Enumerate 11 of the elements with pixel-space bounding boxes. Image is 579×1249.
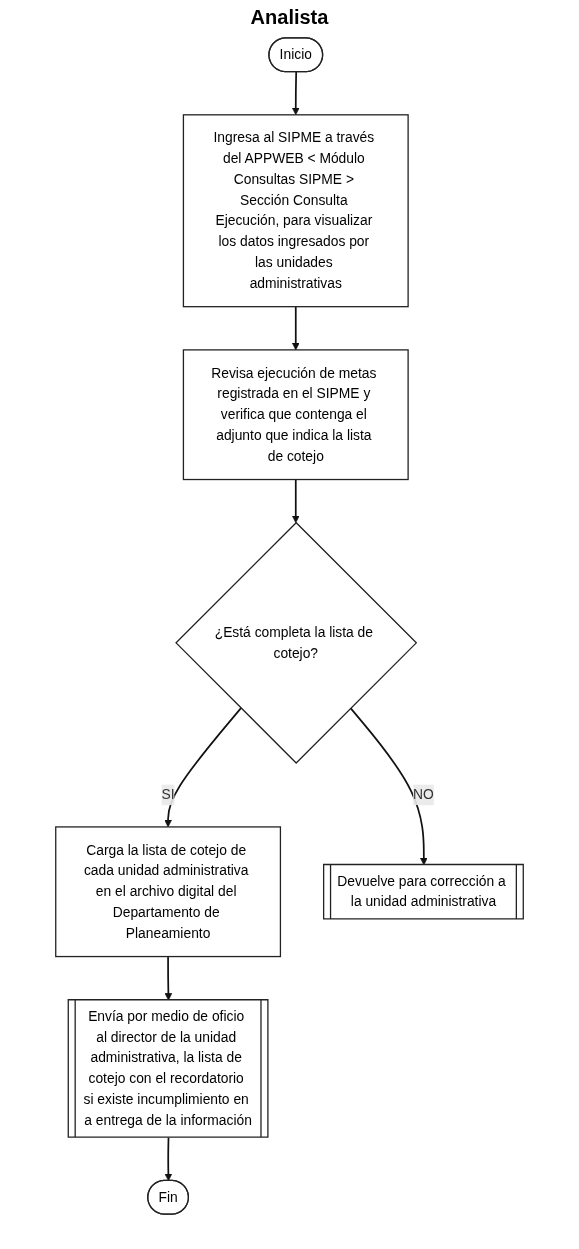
edge-label: NO bbox=[413, 787, 434, 802]
diagram-title: Analista bbox=[249, 6, 330, 29]
node-box: Ingresa al SIPME a través del APPWEB < Módulo Consultas SIPME > Sección Consulta Ejecución, para visualizar los datos ingresados por las unidades administrativas bbox=[182, 114, 409, 308]
edge-label: SI bbox=[161, 787, 175, 802]
node-box: Revisa ejecución de metas registrada en el SIPME y verifica que contenga el adjunto que indica la lista de cotejo bbox=[182, 349, 409, 481]
arrow bbox=[291, 71, 300, 116]
node-box: Carga la lista de cotejo de cada unidad administrativa en el archivo digital del Departamento de Planeamiento bbox=[55, 826, 282, 958]
arrow bbox=[291, 478, 300, 524]
arrow bbox=[291, 305, 300, 351]
node-diamond: ¿Está completa la lista de cotejo? bbox=[175, 521, 418, 764]
arrow bbox=[164, 707, 242, 828]
